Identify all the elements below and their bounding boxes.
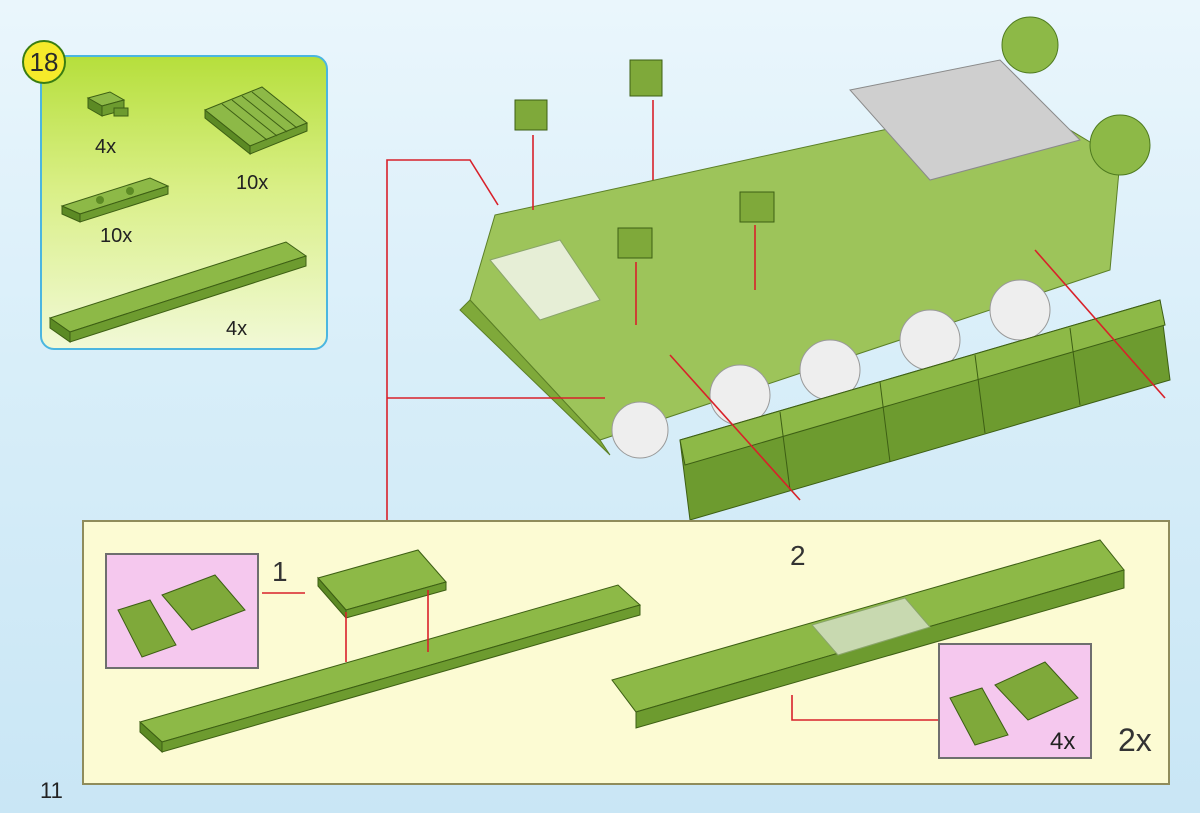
clip-plate-icon [86,91,129,117]
step-number: 18 [29,46,59,77]
page-number: 11 [40,778,63,803]
assembly-arrows [386,100,1166,530]
step-number-badge: 18 [22,40,66,84]
substep-2-label: 2 [790,540,806,571]
side-skirt-illustration [679,299,1171,521]
long-plate-icon [48,241,308,343]
qty-grille-tile: 10x [236,172,269,194]
hinge-plate-icon [60,177,170,223]
inset-qty-label: 4x [1050,728,1076,755]
qty-clip-plate: 4x [95,136,117,158]
repeat-qty-label: 2x [1118,722,1152,758]
tank-model-illustration [459,16,1151,459]
subassembly-arrows [262,590,938,721]
qty-long-plate: 4x [226,318,248,340]
qty-hinge-plate: 10x [100,225,133,247]
substep-1-label: 1 [272,556,288,587]
grille-tile-icon [204,86,308,156]
